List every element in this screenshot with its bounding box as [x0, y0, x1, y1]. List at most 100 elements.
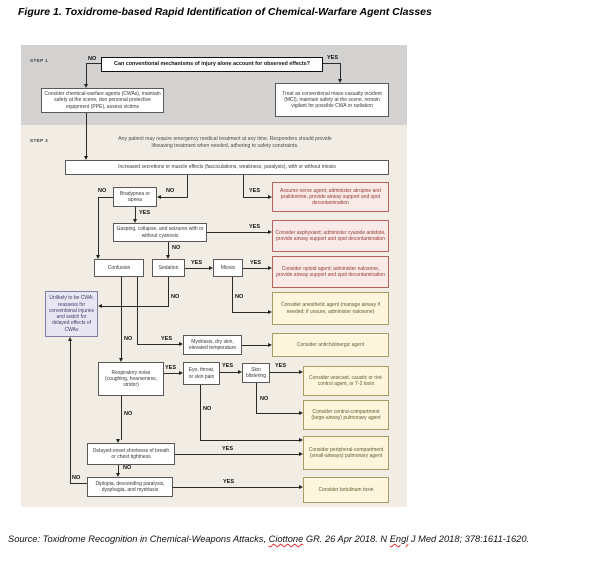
connector-line	[220, 372, 239, 373]
arrow-down-icon	[116, 473, 120, 477]
branch-label-no: NO	[88, 56, 97, 62]
node-sedation: Sedation	[152, 259, 185, 277]
step2-note: Any patient may require emergency medica…	[118, 136, 332, 150]
connector-line	[121, 277, 122, 359]
arrow-right-icon	[179, 370, 183, 375]
arrow-up-icon	[68, 337, 72, 341]
step1-label: STEP 1	[30, 58, 49, 63]
branch-label-no: NO	[235, 294, 244, 300]
connector-line	[243, 268, 269, 269]
connector-line	[243, 197, 269, 198]
outcome-vesicant: Consider vesicant, caustic or riot-contr…	[303, 366, 389, 396]
node-confusion: Confusion	[94, 259, 144, 277]
branch-label-yes: YES	[327, 55, 339, 61]
connector-line	[256, 413, 300, 414]
connector-line	[135, 207, 136, 220]
arrow-right-icon	[268, 194, 272, 199]
node-bradypnea: Bradypnea or apnea	[113, 187, 157, 207]
node-unlikely-cwa: Unlikely to be CWA; reassess for convent…	[45, 291, 98, 337]
connector-line	[98, 197, 99, 256]
branch-label-yes: YES	[250, 260, 262, 266]
connector-line	[137, 277, 138, 344]
connector-line	[256, 383, 257, 413]
arrow-left-icon	[98, 303, 102, 308]
branch-label-yes: YES	[191, 260, 203, 266]
connector-line	[270, 372, 300, 373]
arrow-down-icon	[84, 84, 88, 88]
branch-label-no: NO	[172, 245, 181, 251]
branch-label-yes: YES	[222, 446, 234, 452]
outcome-central-pulmonary: Consider central-compartment (large-airw…	[303, 400, 389, 430]
branch-label-no: NO	[171, 294, 180, 300]
branch-label-yes: YES	[222, 363, 234, 369]
arrow-down-icon	[338, 79, 342, 83]
node-consider-cwa: Consider chemical-warfare agents (CWAs),…	[41, 88, 164, 113]
connector-line	[232, 277, 233, 312]
source-text: J Med 2018; 378:1611-1620.	[408, 534, 530, 544]
connector-line	[168, 242, 169, 256]
connector-line	[207, 232, 269, 233]
outcome-botulinum: Consider botulinum toxin	[303, 477, 389, 503]
branch-label-no: NO	[72, 475, 81, 481]
connector-line	[200, 440, 300, 441]
node-gasping: Gasping, collapse, and seizures with or …	[113, 223, 207, 242]
arrow-right-icon	[268, 309, 272, 314]
branch-label-yes: YES	[275, 363, 287, 369]
connector-line	[86, 63, 87, 85]
node-mydriasis: Mydriasis, dry skin, elevated temperatur…	[183, 335, 242, 355]
arrow-right-icon	[268, 342, 272, 347]
source-journal-abbrev: Engl	[389, 534, 409, 544]
arrow-right-icon	[209, 265, 213, 270]
connector-line	[243, 175, 244, 197]
arrow-right-icon	[299, 410, 303, 415]
node-treat-mci: Treat as conventional mass-casualty inci…	[275, 83, 389, 117]
arrow-right-icon	[299, 451, 303, 456]
node-diplopia: Diplopia, descending paralysis, dysphagi…	[87, 477, 173, 497]
branch-label-yes: YES	[165, 365, 177, 371]
outcome-peripheral-pulmonary: Consider peripheral-compartment (small-a…	[303, 436, 389, 470]
source-author-misspelled: Ciottone	[268, 534, 304, 544]
outcome-anticholinergic: Consider anticholinergic agent	[272, 333, 389, 357]
arrow-down-icon	[96, 255, 100, 259]
connector-line	[101, 306, 169, 307]
branch-label-yes: YES	[139, 210, 151, 216]
connector-line	[160, 197, 188, 198]
connector-line	[232, 312, 269, 313]
node-miosis: Miosis	[213, 259, 243, 277]
arrow-right-icon	[299, 484, 303, 489]
branch-label-no: NO	[166, 188, 175, 194]
arrow-right-icon	[268, 265, 272, 270]
connector-line	[323, 63, 340, 64]
connector-line	[168, 277, 169, 307]
arrow-right-icon	[179, 341, 183, 346]
arrow-down-icon	[84, 156, 88, 160]
node-respiratory-noise: Respiratory noise (coughing, hoarseness,…	[98, 362, 164, 396]
connector-line	[98, 197, 113, 198]
node-eye-throat-pain: Eye, throat, or skin pain	[183, 362, 220, 385]
node-question: Can conventional mechanisms of injury al…	[101, 57, 323, 72]
arrow-left-icon	[157, 194, 161, 199]
connector-line	[137, 344, 180, 345]
connector-line	[86, 63, 101, 64]
arrow-right-icon	[268, 229, 272, 234]
arrow-down-icon	[119, 358, 123, 362]
branch-label-no: NO	[98, 188, 107, 194]
connector-line	[242, 345, 269, 346]
connector-line	[187, 175, 188, 197]
branch-label-no: NO	[124, 336, 133, 342]
arrow-down-icon	[116, 439, 120, 443]
connector-line	[121, 396, 122, 440]
arrow-down-icon	[133, 219, 137, 223]
node-delayed-shortness: Delayed-onset shortness of breath or che…	[87, 443, 175, 465]
branch-label-no: NO	[260, 396, 269, 402]
source-citation: Source: Toxidrome Recognition in Chemica…	[8, 534, 598, 544]
branch-label-yes: YES	[223, 479, 235, 485]
node-secretions: Increased secretions or muscle effects (…	[65, 160, 389, 175]
connector-line	[70, 483, 87, 484]
connector-line	[340, 63, 341, 80]
connector-line	[70, 341, 71, 483]
connector-line	[173, 487, 300, 488]
arrow-right-icon	[299, 369, 303, 374]
branch-label-yes: YES	[249, 188, 261, 194]
arrow-down-icon	[166, 255, 170, 259]
